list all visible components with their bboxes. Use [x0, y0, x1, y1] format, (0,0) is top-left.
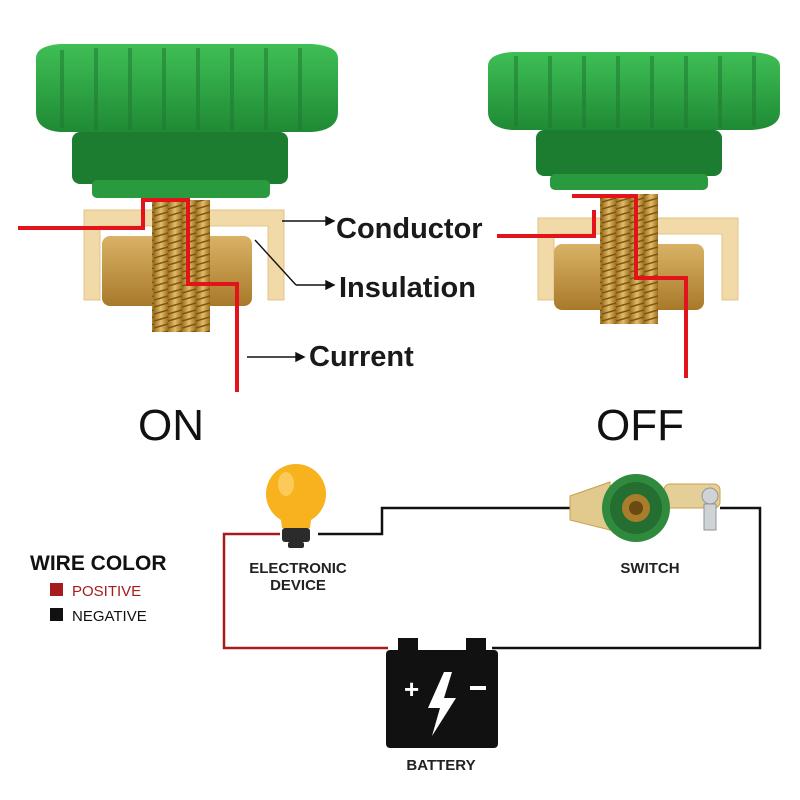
switch-icon	[569, 474, 721, 542]
conductor-label: Conductor	[336, 213, 483, 245]
battery-label: BATTERY	[406, 757, 475, 774]
insulator-on	[83, 209, 285, 301]
insulation-label: Insulation	[339, 272, 476, 304]
legend-positive: POSITIVE	[72, 583, 141, 600]
device-label-line2: DEVICE	[270, 577, 326, 594]
current-label: Current	[309, 341, 414, 373]
circuit-wires	[222, 506, 762, 650]
positive-swatch	[50, 583, 63, 596]
device-label-line1: ELECTRONIC	[249, 560, 347, 577]
knob-off	[488, 52, 780, 190]
threaded-post-off	[600, 194, 658, 324]
current-path-on	[18, 198, 239, 392]
current-path-off-right	[572, 194, 688, 378]
current-path-off	[497, 210, 596, 238]
terminal-on	[18, 44, 338, 392]
svg-text:+: +	[404, 674, 419, 704]
off-state-label: OFF	[596, 401, 684, 450]
wire-color-legend: WIRE COLOR POSITIVE NEGATIVE	[30, 552, 167, 625]
legend-title: WIRE COLOR	[30, 552, 167, 575]
legend-negative: NEGATIVE	[72, 608, 147, 625]
switch-label: SWITCH	[620, 560, 679, 577]
on-state-label: ON	[138, 401, 204, 450]
terminal-off	[488, 52, 780, 378]
insulator-off	[537, 217, 739, 301]
negative-swatch	[50, 608, 63, 621]
lightning-icon	[428, 672, 456, 736]
lightbulb-icon	[266, 464, 326, 548]
knob-on	[36, 44, 338, 198]
callout-arrows	[247, 215, 336, 363]
battery-icon: +	[386, 638, 498, 748]
threaded-post-on	[152, 200, 210, 332]
